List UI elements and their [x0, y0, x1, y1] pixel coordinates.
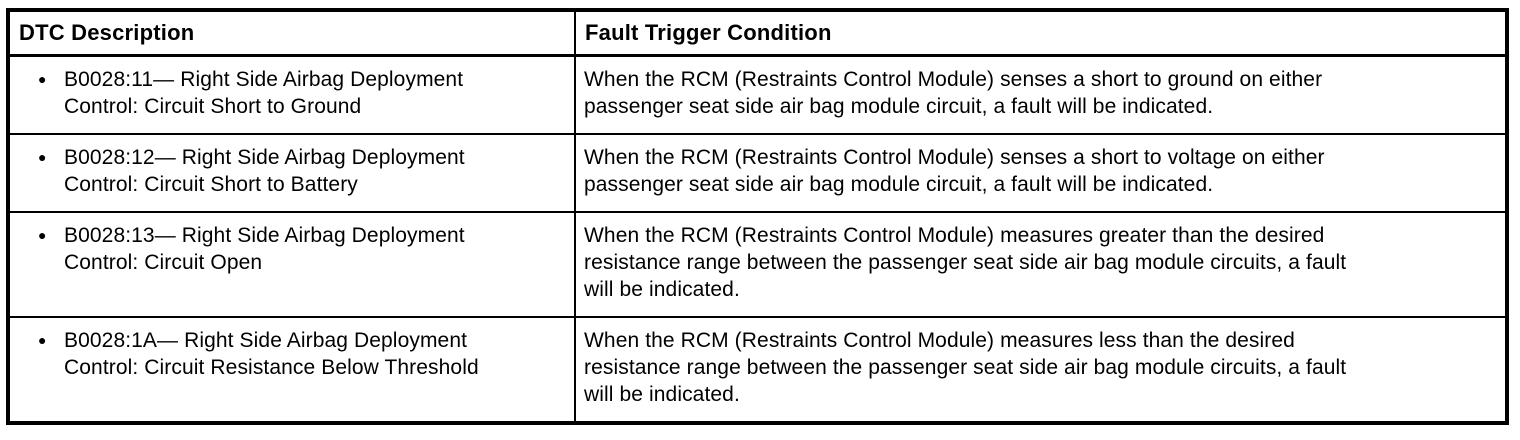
- header-cell-fault-trigger-condition: Fault Trigger Condition: [574, 9, 1508, 57]
- dtc-text: B0028:1A— Right Side Airbag Deployment C…: [64, 329, 479, 379]
- condition-text: When the RCM (Restraints Control Module)…: [584, 329, 1347, 406]
- condition-text: When the RCM (Restraints Control Module)…: [584, 224, 1347, 301]
- condition-cell: When the RCM (Restraints Control Module)…: [574, 133, 1508, 213]
- header-cell-dtc-description: DTC Description: [7, 9, 576, 57]
- bullet-icon: ●: [38, 149, 47, 165]
- bullet-icon: ●: [38, 227, 47, 243]
- dtc-cell: ● B0028:12— Right Side Airbag Deployment…: [7, 133, 576, 213]
- condition-cell: When the RCM (Restraints Control Module)…: [574, 54, 1508, 135]
- condition-cell: When the RCM (Restraints Control Module)…: [574, 316, 1508, 424]
- table-row: ● B0028:12— Right Side Airbag Deployment…: [7, 133, 1508, 213]
- bullet-icon: ●: [38, 332, 47, 348]
- condition-text: When the RCM (Restraints Control Module)…: [584, 146, 1325, 196]
- bullet-icon: ●: [38, 71, 47, 87]
- dtc-text: B0028:11— Right Side Airbag Deployment C…: [64, 68, 464, 118]
- condition-cell: When the RCM (Restraints Control Module)…: [574, 211, 1508, 318]
- dtc-text: B0028:12— Right Side Airbag Deployment C…: [64, 146, 465, 196]
- table-row: ● B0028:11— Right Side Airbag Deployment…: [7, 54, 1508, 135]
- condition-text: When the RCM (Restraints Control Module)…: [584, 68, 1323, 118]
- dtc-text: B0028:13— Right Side Airbag Deployment C…: [64, 224, 465, 274]
- table-row: ● B0028:13— Right Side Airbag Deployment…: [7, 211, 1508, 318]
- table-row: ● B0028:1A— Right Side Airbag Deployment…: [7, 316, 1508, 424]
- table-header-row: DTC Description Fault Trigger Condition: [7, 9, 1508, 57]
- dtc-cell: ● B0028:11— Right Side Airbag Deployment…: [7, 54, 576, 135]
- dtc-cell: ● B0028:13— Right Side Airbag Deployment…: [7, 211, 576, 318]
- dtc-table: DTC Description Fault Trigger Condition …: [6, 8, 1509, 425]
- dtc-cell: ● B0028:1A— Right Side Airbag Deployment…: [7, 316, 576, 424]
